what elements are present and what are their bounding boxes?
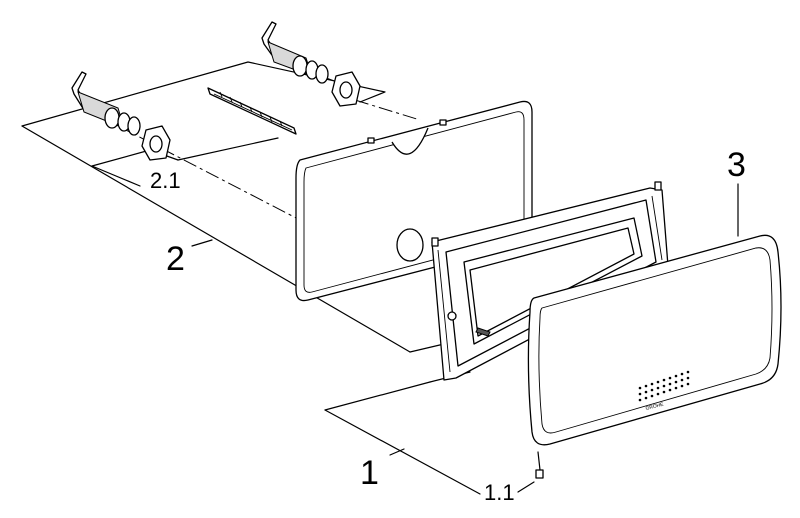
mounting-frame bbox=[431, 181, 669, 381]
label-part-1: 1 bbox=[360, 454, 379, 492]
part-labels: 3 2 2.1 1 1.1 bbox=[150, 146, 746, 505]
label-part-1-1: 1.1 bbox=[484, 480, 515, 505]
label-part-3: 3 bbox=[727, 146, 746, 184]
cover-plate: GROHE bbox=[527, 234, 782, 446]
cover-brand-logo: GROHE bbox=[645, 402, 665, 412]
cover-vent-dots bbox=[638, 370, 690, 402]
screw-1-1 bbox=[535, 451, 544, 479]
anchor-bolt-lower bbox=[71, 71, 171, 161]
rail-strip bbox=[207, 87, 297, 135]
label-part-2: 2 bbox=[166, 240, 185, 278]
anchor-bolt-upper bbox=[261, 21, 361, 107]
label-part-2-1: 2.1 bbox=[150, 168, 181, 193]
